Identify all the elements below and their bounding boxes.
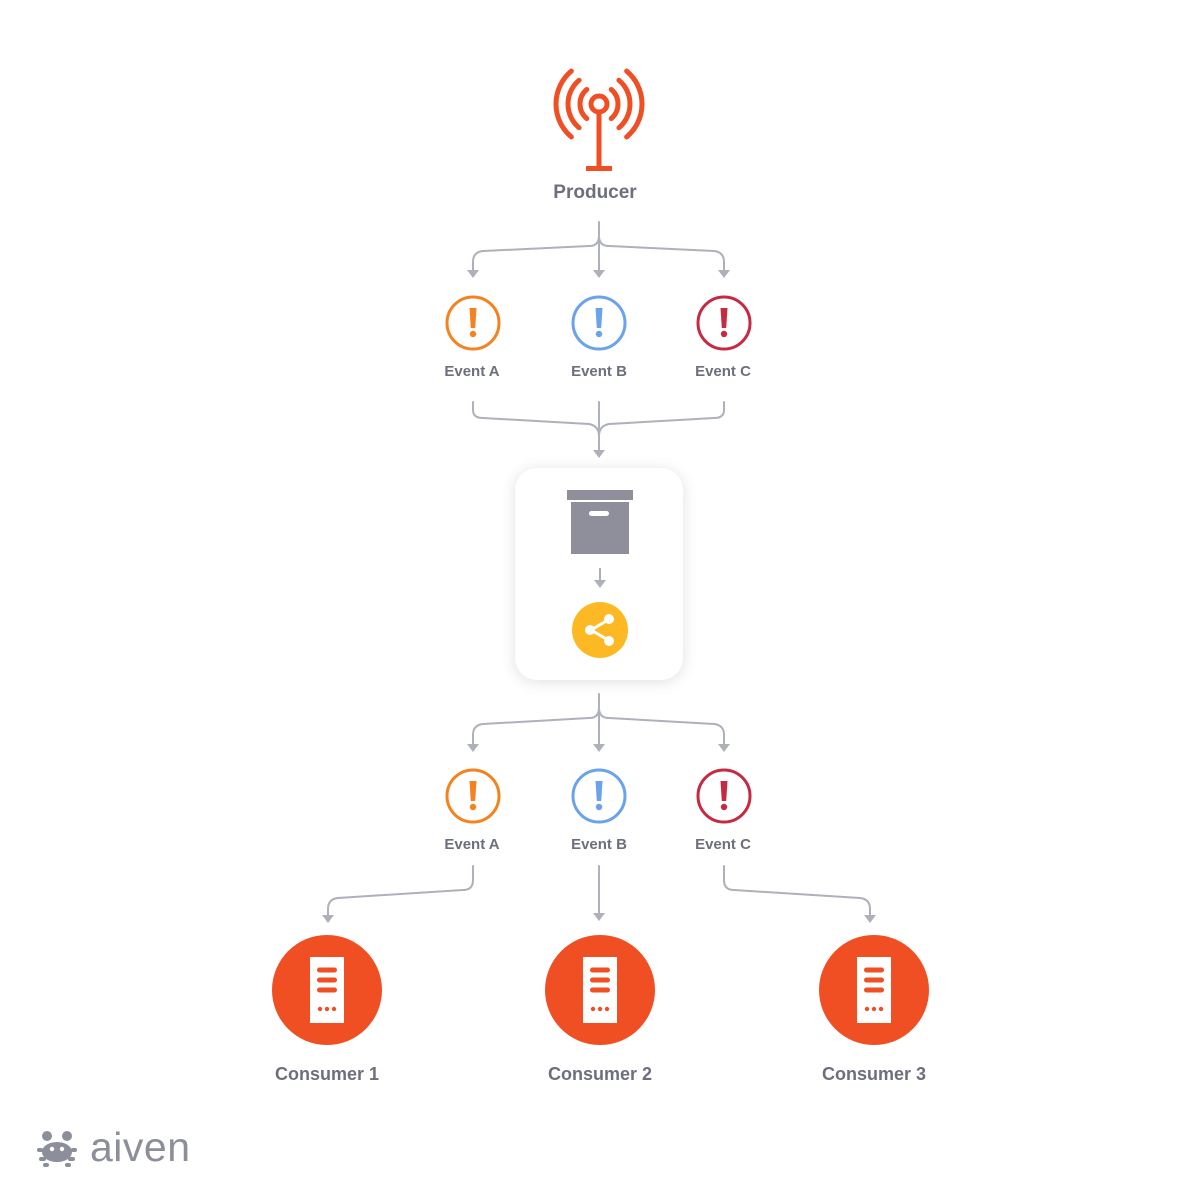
- connector-merge-c: [598, 401, 725, 437]
- event-icon-bottom-b: [571, 768, 627, 824]
- exclamation-dot: [595, 330, 603, 338]
- server-light: [317, 1006, 323, 1012]
- event-icon-top-b: [571, 295, 627, 351]
- icons: [272, 68, 929, 1045]
- arrow-consumer-1: [322, 915, 334, 923]
- event-icon-top-c: [696, 295, 752, 351]
- event-ring: [445, 295, 501, 351]
- event-ring: [445, 768, 501, 824]
- consumer-3-label: Consumer 3: [821, 1064, 927, 1084]
- event-ring: [571, 295, 627, 351]
- exclamation-bar: [469, 308, 477, 328]
- exclamation-bar: [720, 781, 728, 801]
- consumer-2-server-icon: [545, 935, 655, 1045]
- exclamation-dot: [595, 803, 603, 811]
- server-light: [871, 1006, 877, 1012]
- connector-consumer-3: [723, 865, 871, 917]
- exclamation-dot: [469, 330, 477, 338]
- arrow-consumer-3: [864, 915, 876, 923]
- server-light: [331, 1006, 337, 1012]
- server-slot: [864, 977, 884, 983]
- arrow-event-c-bottom: [718, 744, 730, 752]
- signal-wave-left: [553, 68, 574, 140]
- arrow-event-a-bottom: [467, 744, 479, 752]
- connector-broker-a: [472, 707, 600, 745]
- event-a-label-bottom: Event A: [444, 836, 500, 853]
- server-slot: [317, 977, 337, 983]
- signal-wave-right: [624, 68, 645, 140]
- producer-label: Producer: [553, 182, 637, 203]
- exclamation-dot: [720, 330, 728, 338]
- event-b-label-top: Event B: [571, 363, 627, 380]
- signal-wave-left: [565, 77, 582, 131]
- event-ring: [696, 295, 752, 351]
- server-slot: [590, 977, 610, 983]
- arrow-event-a-top: [467, 270, 479, 278]
- event-c-label-bottom: Event C: [695, 836, 751, 853]
- signal-wave-right: [616, 77, 633, 131]
- event-ring: [696, 768, 752, 824]
- consumer-2-label: Consumer 2: [547, 1064, 653, 1084]
- server-light: [864, 1006, 870, 1012]
- event-c-label-top: Event C: [695, 363, 751, 380]
- connector-consumer-1: [327, 865, 474, 917]
- event-b-label-bottom: Event B: [571, 836, 627, 853]
- consumer-3-server-icon: [819, 935, 929, 1045]
- connector-broker-c: [598, 707, 725, 745]
- exclamation-dot: [469, 803, 477, 811]
- arrow-broker-in: [593, 450, 605, 458]
- antenna-icon: [553, 68, 645, 171]
- exclamation-bar: [469, 781, 477, 801]
- event-ring: [571, 768, 627, 824]
- exclamation-bar: [595, 308, 603, 328]
- server-light: [597, 1006, 603, 1012]
- brand-wordmark: aiven: [90, 1124, 191, 1170]
- connector-merge-a: [472, 401, 600, 437]
- exclamation-bar: [595, 781, 603, 801]
- arrow-event-b-bottom: [593, 744, 605, 752]
- consumer-1-server-icon: [272, 935, 382, 1045]
- event-icon-top-a: [445, 295, 501, 351]
- server-slot: [590, 987, 610, 993]
- server-slot: [864, 967, 884, 973]
- server-slot: [590, 967, 610, 973]
- server-light: [590, 1006, 596, 1012]
- server-light: [604, 1006, 610, 1012]
- signal-wave-right: [608, 86, 621, 122]
- signal-wave-left: [577, 86, 590, 122]
- event-icon-bottom-a: [445, 768, 501, 824]
- consumer-1-label: Consumer 1: [274, 1064, 380, 1084]
- connector-producer-c: [598, 235, 725, 271]
- server-slot: [317, 967, 337, 973]
- exclamation-bar: [720, 308, 728, 328]
- broker-card: [515, 468, 683, 680]
- antenna-hub: [588, 93, 610, 115]
- connector-producer-a: [472, 235, 600, 271]
- server-slot: [317, 987, 337, 993]
- server-slot: [864, 987, 884, 993]
- arrow-event-c-top: [718, 270, 730, 278]
- antenna-mast: [596, 114, 602, 168]
- exclamation-dot: [720, 803, 728, 811]
- server-light: [878, 1006, 884, 1012]
- event-icon-bottom-c: [696, 768, 752, 824]
- event-a-label-top: Event A: [444, 363, 500, 380]
- arrow-consumer-2: [593, 913, 605, 921]
- connectors: [322, 221, 876, 923]
- server-light: [324, 1006, 330, 1012]
- crab-logo-icon: [37, 1131, 77, 1167]
- antenna-base: [586, 166, 612, 171]
- arrow-event-b-top: [593, 270, 605, 278]
